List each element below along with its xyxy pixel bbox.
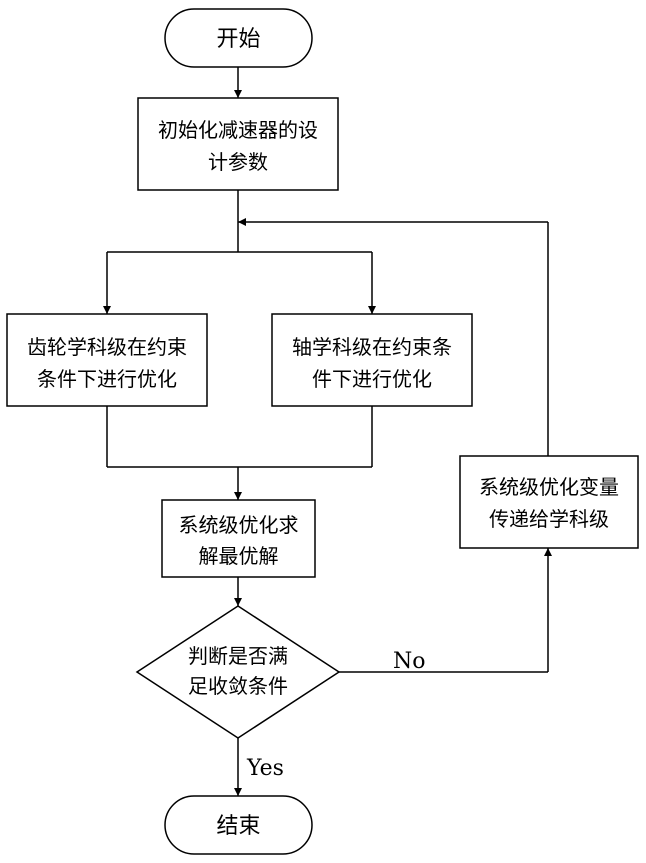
system-optimization-node: 系统级优化求 解最优解: [162, 500, 315, 577]
shaft-label-line1: 轴学科级在约束条: [292, 335, 452, 359]
gear-label-line1: 齿轮学科级在约束: [27, 335, 187, 359]
start-node: 开始: [165, 9, 312, 67]
decision-label-line2: 足收敛条件: [188, 674, 288, 698]
end-node: 结束: [165, 796, 312, 854]
shaft-label-line2: 件下进行优化: [312, 367, 432, 391]
yes-label: Yes: [246, 756, 284, 781]
shaft-optimization-node: 轴学科级在约束条 件下进行优化: [272, 314, 472, 406]
decision-label-line1: 判断是否满: [188, 644, 288, 668]
end-label: 结束: [216, 814, 260, 839]
init-label-line2: 计参数: [208, 150, 268, 174]
system-label-line2: 解最优解: [199, 544, 279, 568]
feedback-label-line1: 系统级优化变量: [479, 475, 619, 499]
init-parameters-node: 初始化减速器的设 计参数: [138, 98, 338, 190]
init-label-line1: 初始化减速器的设: [158, 118, 318, 142]
no-label: No: [393, 649, 426, 674]
system-label-line1: 系统级优化求: [179, 513, 299, 537]
convergence-decision-node: 判断是否满 足收敛条件: [137, 606, 339, 738]
start-label: 开始: [216, 27, 260, 52]
gear-label-line2: 条件下进行优化: [37, 367, 177, 391]
feedback-node: 系统级优化变量 传递给学科级: [460, 456, 638, 548]
gear-optimization-node: 齿轮学科级在约束 条件下进行优化: [7, 314, 207, 406]
feedback-label-line2: 传递给学科级: [489, 507, 609, 531]
